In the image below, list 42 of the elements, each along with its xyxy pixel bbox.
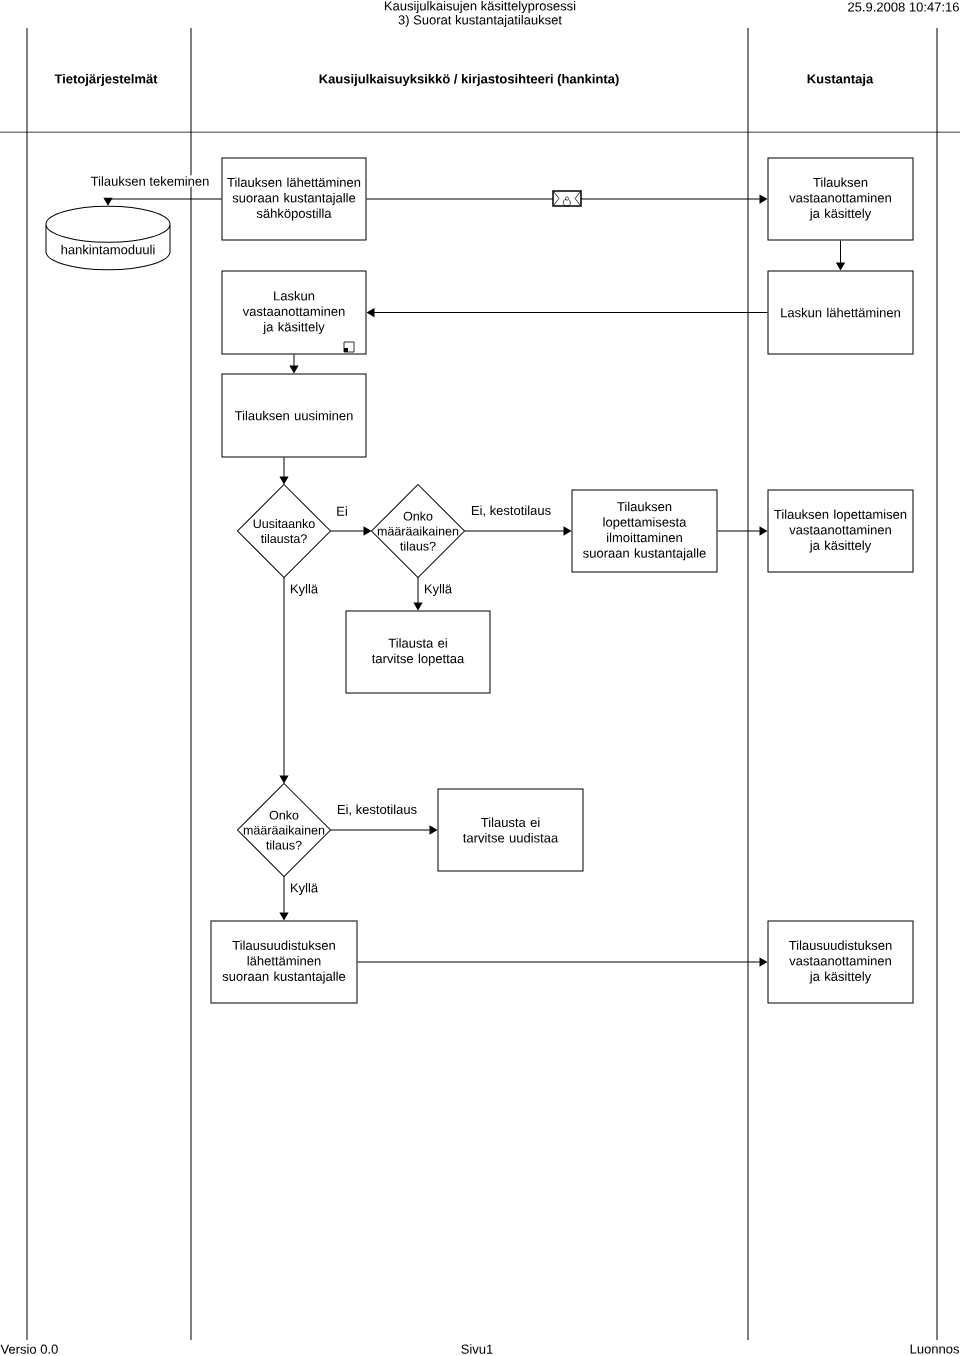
- arrow: [413, 577, 423, 610]
- footer-text: Versio 0.0: [0, 1344, 58, 1354]
- arrow: [330, 526, 371, 536]
- title: Kausijulkaisujen käsittelyprosessi: [384, 0, 576, 14]
- edge-label: Ei, kestotilaus: [335, 803, 419, 817]
- arrow: [717, 526, 767, 536]
- arrow: [289, 354, 299, 373]
- subtitle: 3) Suorat kustantajatilaukset: [398, 14, 562, 28]
- arrow: [836, 240, 845, 270]
- lane-header: Tietojärjestelmät: [54, 73, 158, 87]
- edge-label: Kyllä: [288, 582, 320, 598]
- edge-label: Kyllä: [288, 881, 320, 897]
- lane-header: Kustantaja: [807, 73, 874, 87]
- lane-header: Kausijulkaisuyksikkö / kirjastosihteeri (hankinta): [319, 73, 619, 87]
- process-box: Tilausuudistuksen vastaanottaminen ja käsittely: [767, 920, 914, 1004]
- process-box: Tilauksen uusiminen: [221, 373, 367, 458]
- timestamp: 25.9.2008 10:47:16: [848, 2, 959, 12]
- arrow: [357, 957, 767, 967]
- process-box: Tilausuudistuksen lähettäminen suoraan kustantajalle: [210, 920, 358, 1004]
- edge-label: Ei, kestotilaus: [469, 504, 553, 518]
- process-box: Tilauksen lopettamisesta ilmoittaminen suoraan kustantajalle: [571, 489, 718, 573]
- process-box: Laskun lähettäminen: [767, 270, 914, 355]
- arrow: [366, 194, 767, 204]
- process-box: Tilauksen vastaanottaminen ja käsittely: [767, 157, 914, 241]
- process-box: Tilausta ei tarvitse lopettaa: [345, 610, 491, 694]
- arrow: [279, 876, 289, 920]
- arrow: [464, 526, 571, 536]
- edge-label: Kyllä: [422, 582, 454, 598]
- arrow: [279, 457, 289, 484]
- process-box: Tilausta ei tarvitse uudistaa: [437, 788, 584, 872]
- arrow: [279, 577, 289, 783]
- process-box: Laskun vastaanottaminen ja käsittely: [221, 270, 367, 355]
- database-cylinder: hankintamoduuli: [45, 205, 171, 271]
- edge-label: Tilauksen tekeminen: [89, 175, 211, 187]
- process-box: Tilauksen lopettamisen vastaanottaminen ja käsittely: [767, 489, 914, 573]
- edge-label: Ei: [335, 505, 349, 517]
- arrow: [367, 308, 768, 317]
- process-box: Tilauksen lähettäminen suoraan kustantajalle sähköpostilla: [221, 157, 367, 241]
- footer-text: Sivu1: [461, 1344, 493, 1354]
- arrow: [330, 825, 437, 835]
- arrow: [103, 197, 222, 206]
- footer-text: Luonnos: [910, 1344, 960, 1354]
